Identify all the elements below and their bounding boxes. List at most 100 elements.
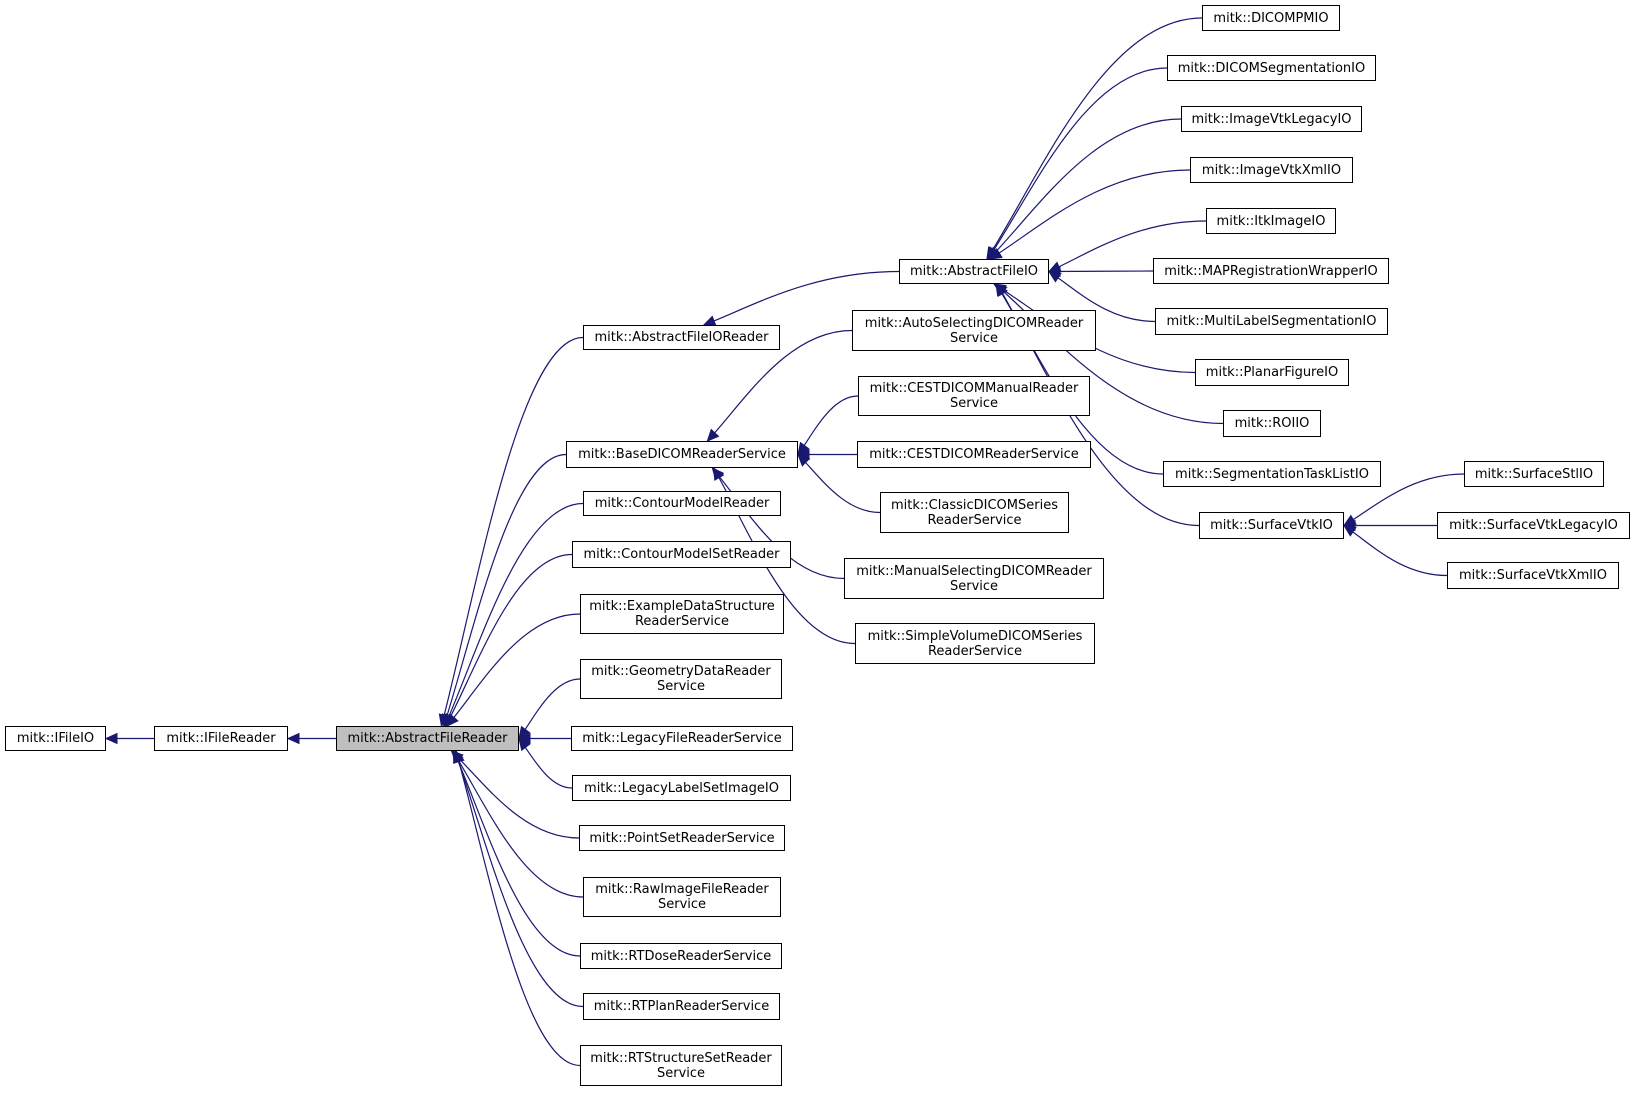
edge-line: [797, 395, 859, 455]
edge-arrowhead: [446, 713, 459, 727]
node-multilabelsegmentationio[interactable]: mitk::MultiLabelSegmentationIO: [1155, 308, 1388, 335]
node-label-line-2: ReaderService: [634, 614, 730, 629]
node-ifileio[interactable]: mitk::IFileIO: [5, 726, 106, 751]
node-label-line-1: mitk::GeometryDataReader: [591, 664, 771, 679]
node-label: mitk::MultiLabelSegmentationIO: [1166, 314, 1377, 329]
node-label: mitk::SurfaceVtkXmlIO: [1459, 568, 1607, 583]
node-label: mitk::CESTDICOMReaderService: [869, 447, 1079, 462]
node-abstractfilereader: mitk::AbstractFileReader: [336, 726, 519, 751]
edge-contourmodelreader-to-abstractfilereader: [444, 502, 584, 728]
node-label-line-1: mitk::ManualSelectingDICOMReader: [856, 563, 1092, 579]
node-imagevtklegacyio[interactable]: mitk::ImageVtkLegacyIO: [1181, 106, 1362, 132]
node-label: mitk::RTDoseReaderService: [590, 948, 772, 964]
node-label: mitk::ContourModelReader: [594, 496, 770, 511]
edge-mapregistrationwrapperio-to-abstractfileio: [1047, 265, 1154, 278]
node-cestdicomreaderservice[interactable]: mitk::CESTDICOMReaderService: [857, 441, 1091, 468]
node-label: mitk::PlanarFigureIO: [1205, 365, 1339, 380]
edge-line: [455, 750, 581, 1067]
node-label-line-1: mitk::SimpleVolumeDICOMSeries: [867, 628, 1083, 644]
edge-line: [987, 67, 1168, 260]
node-label: mitk::IFileIO: [16, 731, 95, 746]
node-label-line-2: Service: [657, 897, 707, 912]
edge-arrowhead: [713, 466, 725, 481]
node-itkimageio[interactable]: mitk::ItkImageIO: [1206, 208, 1336, 234]
edge-line: [1343, 473, 1465, 527]
node-label-line-2: Service: [656, 679, 706, 694]
edge-arrowhead: [996, 282, 1008, 297]
node-label-line-1: mitk::ClassicDICOMSeries: [891, 497, 1058, 513]
edge-arrowhead: [797, 441, 810, 456]
node-label: mitk::ROIIO: [1234, 416, 1310, 431]
edge-line: [443, 453, 567, 727]
edge-legacyfilereaderservice-to-abstractfilereader: [517, 732, 572, 745]
edge-surfacevtkxmlio-to-surfacevtkio: [1343, 524, 1448, 577]
edge-ifilereader-to-ifileio: [104, 732, 155, 745]
node-label: mitk::AbstractFileIOReader: [594, 330, 769, 345]
edge-line: [989, 169, 1191, 260]
edge-line: [706, 329, 853, 442]
node-label: mitk::ImageVtkLegacyIO: [1191, 111, 1352, 127]
node-contourmodelsetreader[interactable]: mitk::ContourModelSetReader: [572, 541, 791, 568]
node-label-line-1: mitk::CESTDICOMManualReader: [869, 381, 1079, 396]
node-label: mitk::LegacyFileReaderService: [582, 731, 782, 746]
edge-arrowhead: [706, 428, 720, 442]
edge-line: [444, 502, 584, 727]
edge-exampledatastructurereaderservice-to-abstractfilereader: [446, 613, 581, 727]
edge-pointsetreaderservice-to-abstractfilereader: [450, 750, 580, 839]
node-rtplanreaderservice[interactable]: mitk::RTPlanReaderService: [583, 993, 780, 1020]
edge-multilabelsegmentationio-to-abstractfileio: [1047, 270, 1156, 323]
node-planarfigureio[interactable]: mitk::PlanarFigureIO: [1195, 359, 1349, 386]
node-surfacestlio[interactable]: mitk::SurfaceStlIO: [1464, 461, 1604, 487]
node-label: mitk::ImageVtkXmlIO: [1201, 162, 1342, 178]
node-label-line-2: Service: [656, 1065, 706, 1081]
node-abstractfileioreader[interactable]: mitk::AbstractFileIOReader: [583, 325, 780, 350]
node-legacylabelsetimageio[interactable]: mitk::LegacyLabelSetImageIO: [572, 775, 791, 801]
edge-line: [451, 750, 580, 839]
node-label: mitk::PointSetReaderService: [589, 830, 775, 846]
node-legacyfilereaderservice[interactable]: mitk::LegacyFileReaderService: [571, 726, 793, 751]
edge-line: [986, 17, 1203, 260]
node-dicompmio[interactable]: mitk::DICOMPMIO: [1202, 5, 1340, 31]
edge-surfacevtklegacyio-to-surfacevtkio: [1342, 519, 1438, 532]
node-surfacevtklegacyio[interactable]: mitk::SurfaceVtkLegacyIO: [1437, 512, 1630, 539]
node-label-line-2: Service: [949, 330, 999, 346]
node-label: mitk::AbstractFileIO: [909, 264, 1039, 279]
node-ifilereader[interactable]: mitk::IFileReader: [154, 726, 288, 751]
node-pointsetreaderservice[interactable]: mitk::PointSetReaderService: [579, 825, 785, 851]
edge-arrowhead: [104, 732, 118, 745]
node-label-line-2: Service: [949, 396, 999, 411]
node-imagevtkxmlio[interactable]: mitk::ImageVtkXmlIO: [1190, 157, 1353, 183]
node-roiio[interactable]: mitk::ROIIO: [1223, 410, 1321, 437]
edge-line: [711, 467, 845, 580]
edge-line: [1048, 270, 1154, 273]
edge-arrowhead: [453, 749, 465, 764]
node-basedicomreaderservice[interactable]: mitk::BaseDICOMReaderService: [566, 441, 798, 468]
node-segmentationtasklistio[interactable]: mitk::SegmentationTaskListIO: [1163, 461, 1381, 487]
node-surfacevtkio[interactable]: mitk::SurfaceVtkIO: [1199, 512, 1344, 539]
edge-line: [1343, 525, 1448, 577]
node-label: mitk::IFileReader: [166, 731, 276, 746]
node-label: mitk::SurfaceStlIO: [1474, 466, 1594, 482]
node-surfacevtkxmlio[interactable]: mitk::SurfaceVtkXmlIO: [1447, 562, 1619, 589]
node-abstractfileio[interactable]: mitk::AbstractFileIO: [899, 259, 1049, 284]
node-dicomsegmentationio[interactable]: mitk::DICOMSegmentationIO: [1167, 55, 1376, 81]
node-mapregistrationwrapperio[interactable]: mitk::MAPRegistrationWrapperIO: [1153, 258, 1389, 284]
edge-line: [994, 283, 1224, 425]
edge-abstractfilereader-to-ifilereader: [286, 732, 337, 745]
node-rtdosereaderservice[interactable]: mitk::RTDoseReaderService: [580, 943, 782, 969]
edge-classicdicomseriesreaderservice-to-basedicomreaderservice: [797, 453, 881, 514]
edge-line: [1048, 220, 1207, 273]
node-label: mitk::RTPlanReaderService: [593, 999, 770, 1014]
node-contourmodelreader[interactable]: mitk::ContourModelReader: [583, 491, 781, 516]
